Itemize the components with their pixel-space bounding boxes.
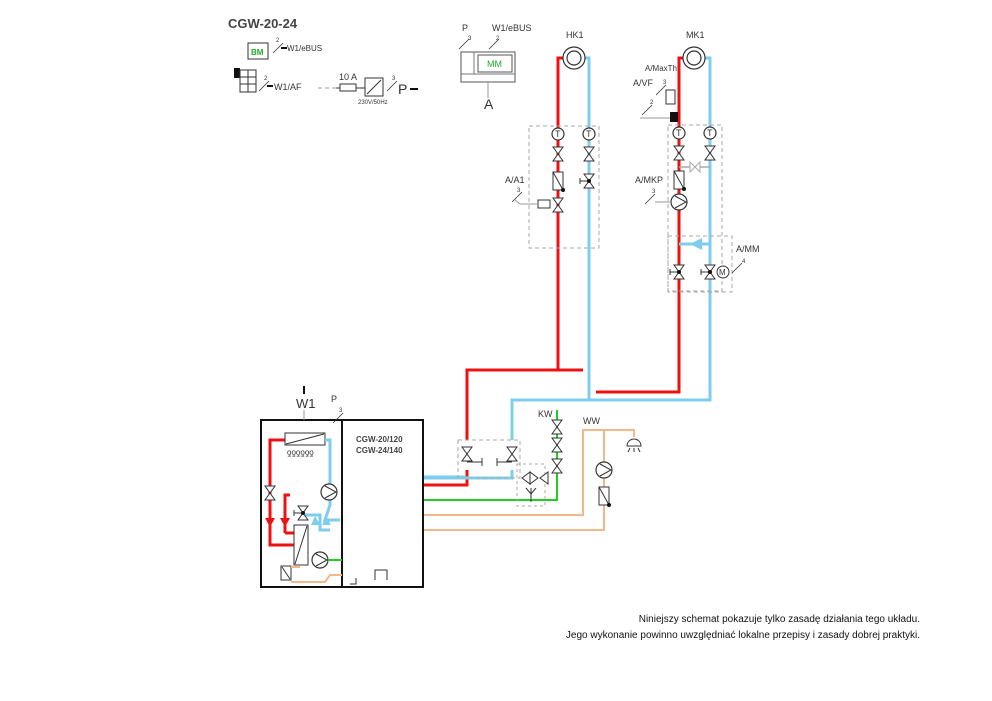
mkp-wire-count: 3 xyxy=(652,189,656,195)
boiler-power-label: P xyxy=(331,394,337,404)
boiler-model-1: CGW-20/120 xyxy=(356,435,403,444)
diagram-title: CGW-20-24 xyxy=(228,16,298,31)
cold-water-label: KW xyxy=(538,409,553,419)
svg-text:T: T xyxy=(676,128,682,138)
mm-wire-count: 4 xyxy=(742,259,746,265)
hot-water-label: WW xyxy=(583,416,600,426)
mk1-circuit: MK1 A/MaxTh 3 A/VF 2 T T A/MKP 3 M A/MM … xyxy=(633,30,760,293)
hk1-label: HK1 xyxy=(566,30,584,40)
hk1-valve-signal: A/A1 xyxy=(505,175,525,185)
maxth-wire-count: 3 xyxy=(663,80,667,86)
fuse-label: 10 A xyxy=(339,72,357,82)
bm-target: W1/eBUS xyxy=(287,44,322,53)
mm-label: MM xyxy=(487,59,502,69)
boiler-model-2: CGW-24/140 xyxy=(356,446,403,455)
power-caption: 230V/50Hz xyxy=(358,100,388,106)
af-wire-count: 2 xyxy=(264,76,268,82)
mk1-label: MK1 xyxy=(686,30,705,40)
power-target: P xyxy=(398,81,407,97)
boiler-power-count: 3 xyxy=(339,408,343,414)
mm-input-bus-count: 2 xyxy=(496,36,500,42)
boiler-unit: W1 P 3 CGW-20/120 CGW-24/140 ƍƍƍƍƍƍ xyxy=(260,386,424,588)
svg-text:M: M xyxy=(719,268,726,277)
power-supply: 10 A 230V/50Hz 3 P xyxy=(318,72,418,106)
mk1-maxth: A/MaxTh xyxy=(645,64,677,73)
cold-water-group: KW xyxy=(538,409,563,474)
bm-wire-count: 2 xyxy=(276,38,280,44)
svg-text:T: T xyxy=(586,129,592,139)
mk1-pump-label: A/MKP xyxy=(635,175,663,185)
boiler-bus-label: W1 xyxy=(296,396,316,411)
mm-output: A xyxy=(484,96,494,112)
hk1-circuit: HK1 T T A/A1 3 xyxy=(505,30,600,249)
shower-icon xyxy=(626,438,642,447)
outdoor-sensor: 2 W1/AF xyxy=(234,68,302,93)
bm-control-unit: BM 2 W1/eBUS xyxy=(247,38,322,60)
power-wire-count: 3 xyxy=(392,76,396,82)
svg-text:T: T xyxy=(707,128,713,138)
mm-input-p-count: 3 xyxy=(468,36,472,42)
radiator-icon xyxy=(682,46,706,70)
disclaimer-line-1: Niniejszy schemat pokazuje tylko zasadę … xyxy=(638,614,920,625)
mk1-mixer-label: A/MM xyxy=(736,244,760,254)
hk1-wire-count: 3 xyxy=(517,188,521,194)
isolation-group xyxy=(457,439,549,507)
actuator-icon xyxy=(537,199,551,209)
mixer-module: P 3 W1/eBUS 2 MM A xyxy=(458,23,532,112)
vf-wire-count: 2 xyxy=(650,100,654,106)
mm-input-p: P xyxy=(462,23,468,33)
svg-text:T: T xyxy=(555,129,561,139)
motor-icon xyxy=(716,265,730,279)
mm-input-bus: W1/eBUS xyxy=(492,23,532,33)
disclaimer-line-2: Jego wykonanie powinno uwzględniać lokal… xyxy=(565,630,920,641)
burner-icon: ƍƍƍƍƍƍ xyxy=(287,448,314,457)
radiator-icon xyxy=(562,46,586,70)
bm-label: BM xyxy=(251,48,264,57)
mk1-vf: A/VF xyxy=(633,78,654,88)
hot-water-group: WW xyxy=(583,416,642,508)
af-target: W1/AF xyxy=(274,82,302,92)
